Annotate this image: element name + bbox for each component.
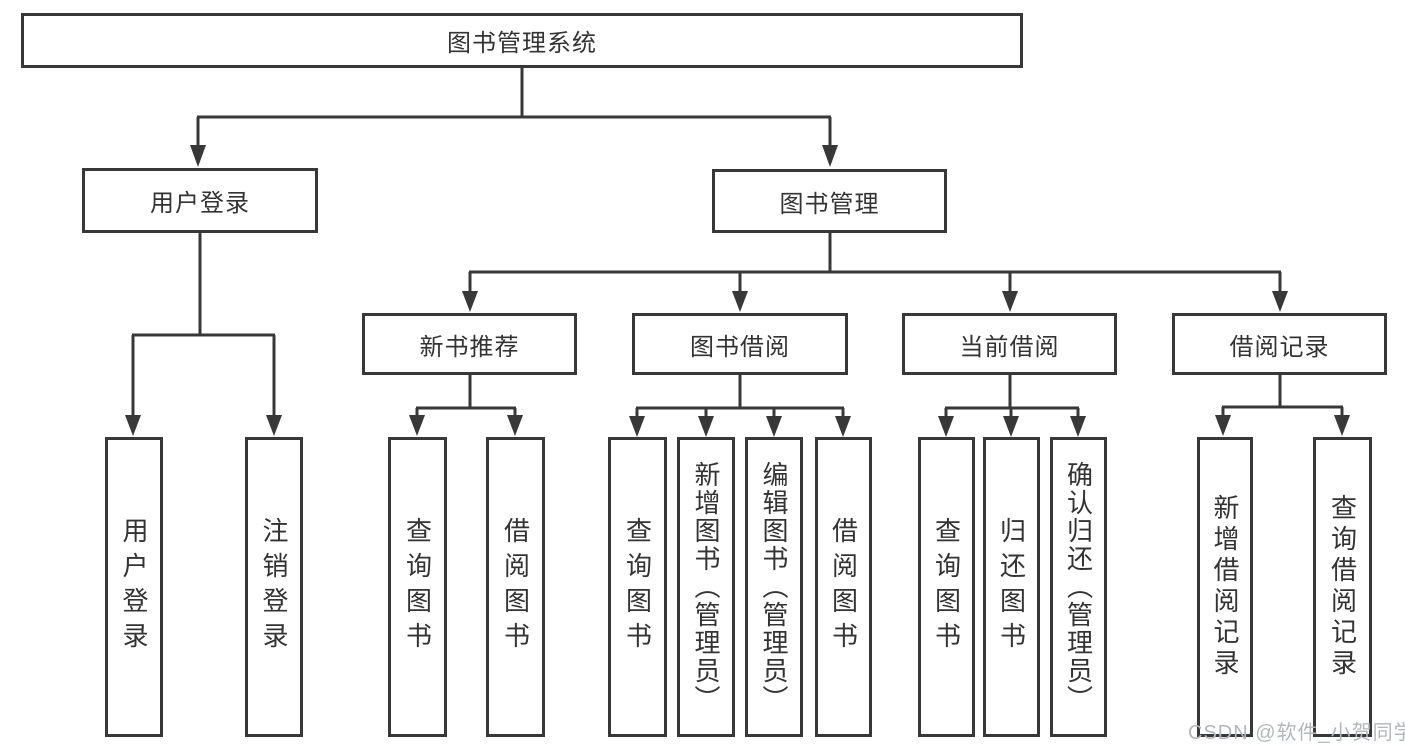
node-borrowing-records: 借阅记录 <box>1172 313 1387 375</box>
node-leaf-confirm-return-admin: 确认归还（管理员） <box>1050 437 1107 737</box>
node-leaf-query-borrow-record: 查询借阅记录 <box>1313 437 1372 737</box>
node-leaf-query-book-2: 查询图书 <box>608 437 667 737</box>
node-book-borrowing: 图书借阅 <box>632 313 848 375</box>
node-label: 编辑图书（管理员） <box>759 461 789 713</box>
node-leaf-logout: 注销登录 <box>245 437 303 737</box>
node-leaf-borrow-book-1: 借阅图书 <box>486 437 545 737</box>
node-user-login: 用户登录 <box>82 168 318 233</box>
node-label: 当前借阅 <box>959 333 1060 361</box>
node-leaf-query-book-3: 查询图书 <box>918 437 975 737</box>
node-current-borrowing: 当前借阅 <box>902 313 1117 375</box>
node-label: 查询图书 <box>402 517 433 657</box>
node-library-management-system: 图书管理系统 <box>21 13 1023 68</box>
node-label: 归还图书 <box>996 517 1027 657</box>
node-leaf-add-book-admin: 新增图书（管理员） <box>677 437 735 737</box>
node-label: 确认归还（管理员） <box>1063 461 1094 713</box>
node-label: 查询图书 <box>931 517 962 657</box>
node-leaf-query-book-1: 查询图书 <box>388 437 447 737</box>
node-label: 注销登录 <box>259 517 289 657</box>
node-label: 借阅图书 <box>500 517 531 657</box>
node-label: 查询图书 <box>622 517 653 657</box>
node-leaf-return-book: 归还图书 <box>983 437 1040 737</box>
node-leaf-user-login: 用户登录 <box>105 437 163 737</box>
node-label: 借阅图书 <box>828 517 859 657</box>
csdn-watermark: CSDN @软件_小贺同学 <box>1188 722 1405 744</box>
node-book-management: 图书管理 <box>712 169 947 233</box>
node-label: 新书推荐 <box>419 333 520 361</box>
node-leaf-edit-book-admin: 编辑图书（管理员） <box>745 437 803 737</box>
node-label: 借阅记录 <box>1229 333 1330 361</box>
node-leaf-add-borrow-record: 新增借阅记录 <box>1197 437 1253 737</box>
node-label: 图书借阅 <box>690 333 790 361</box>
node-label: 用户登录 <box>119 517 149 657</box>
node-label: 用户登录 <box>150 190 250 217</box>
node-label: 新增图书（管理员） <box>691 461 721 713</box>
node-label: 查询借阅记录 <box>1327 494 1358 680</box>
node-leaf-borrow-book-2: 借阅图书 <box>815 437 872 737</box>
node-label: 新增借阅记录 <box>1210 494 1240 680</box>
node-new-book-recommendation: 新书推荐 <box>362 313 577 375</box>
node-label: 图书管理 <box>779 190 880 218</box>
node-label: 图书管理系统 <box>447 30 597 57</box>
